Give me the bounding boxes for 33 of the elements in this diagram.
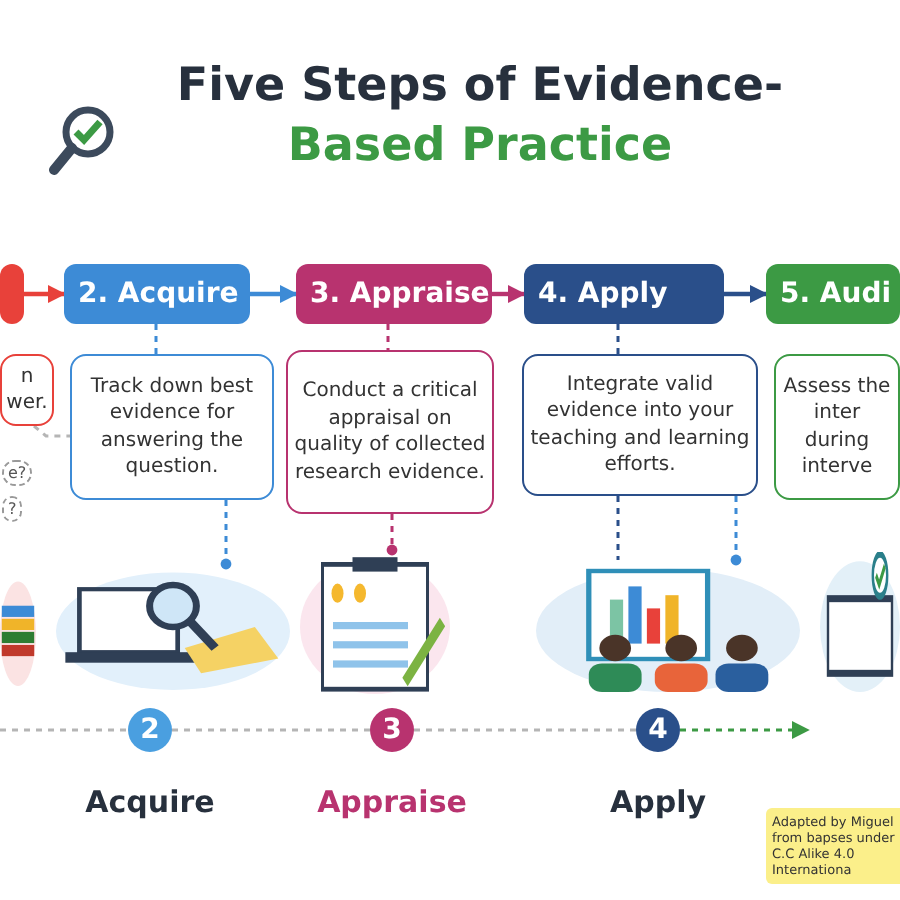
connector <box>386 514 398 556</box>
connector <box>616 324 620 354</box>
description-box: Track down best evidence for answering the question. <box>70 354 274 500</box>
connector <box>220 500 232 570</box>
step-header: 5. Audi <box>766 264 900 324</box>
connector <box>172 728 370 732</box>
connector <box>386 324 390 350</box>
step-header: 3. Appraise <box>296 264 492 324</box>
arrow <box>680 721 810 739</box>
question-bubble: ? <box>2 496 23 522</box>
arrow <box>492 285 526 303</box>
step-name: Acquire <box>85 784 215 820</box>
step-header: 2. Acquire <box>64 264 250 324</box>
description-box: Integrate valid evidence into your teaching and learning efforts. <box>522 354 758 496</box>
connector <box>616 496 620 560</box>
step-name: Appraise <box>317 784 467 820</box>
title: Five Steps of Evidence-Based Practice <box>174 58 786 176</box>
arrow <box>250 285 298 303</box>
step-name: Apply <box>610 784 706 820</box>
arrow <box>24 285 66 303</box>
connector <box>414 728 636 732</box>
arrow <box>724 285 768 303</box>
computer-check-drawing <box>820 552 900 692</box>
description-box: Assess the inter during interve <box>774 354 900 500</box>
step-header: 4. Apply <box>524 264 724 324</box>
question-bubble: e? <box>2 460 33 486</box>
connector <box>33 424 70 438</box>
connector <box>154 324 158 354</box>
connector <box>730 496 742 566</box>
description-box: Conduct a critical appraisal on quality of collected research evidence. <box>286 350 494 514</box>
description-box: n wer. <box>0 354 54 426</box>
connector <box>0 728 128 732</box>
step-header <box>0 264 24 324</box>
